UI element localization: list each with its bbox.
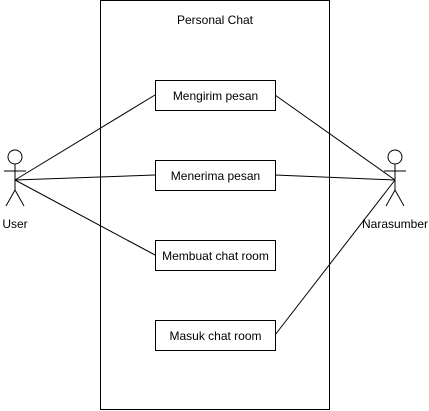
association-narasumber-uc2: [274, 174, 396, 181]
association-narasumber-uc4: [274, 179, 396, 336]
association-narasumber-uc1: [274, 94, 396, 181]
actor-label: Narasumber: [362, 217, 428, 231]
use-case-label: Masuk chat room: [169, 329, 261, 343]
association-user-uc1: [14, 94, 156, 181]
actor-label: User: [2, 217, 27, 231]
use-case-masuk-chat-room[interactable]: Masuk chat room: [155, 320, 276, 351]
stick-figure-icon: [384, 149, 406, 207]
system-boundary: Personal Chat: [100, 0, 330, 410]
use-case-menerima-pesan[interactable]: Menerima pesan: [155, 160, 276, 191]
association-user-uc2: [14, 174, 156, 181]
use-case-label: Menerima pesan: [171, 169, 260, 183]
association-user-uc3: [14, 179, 156, 256]
use-case-membuat-chat-room[interactable]: Membuat chat room: [155, 240, 276, 271]
actor-user[interactable]: User: [2, 149, 28, 231]
use-case-label: Membuat chat room: [162, 249, 269, 263]
use-case-label: Mengirim pesan: [173, 89, 258, 103]
association-lines: [14, 94, 396, 336]
actor-narasumber[interactable]: Narasumber: [362, 149, 428, 231]
use-case-mengirim-pesan[interactable]: Mengirim pesan: [155, 80, 276, 111]
system-title: Personal Chat: [177, 13, 254, 27]
stick-figure-icon: [4, 149, 26, 207]
